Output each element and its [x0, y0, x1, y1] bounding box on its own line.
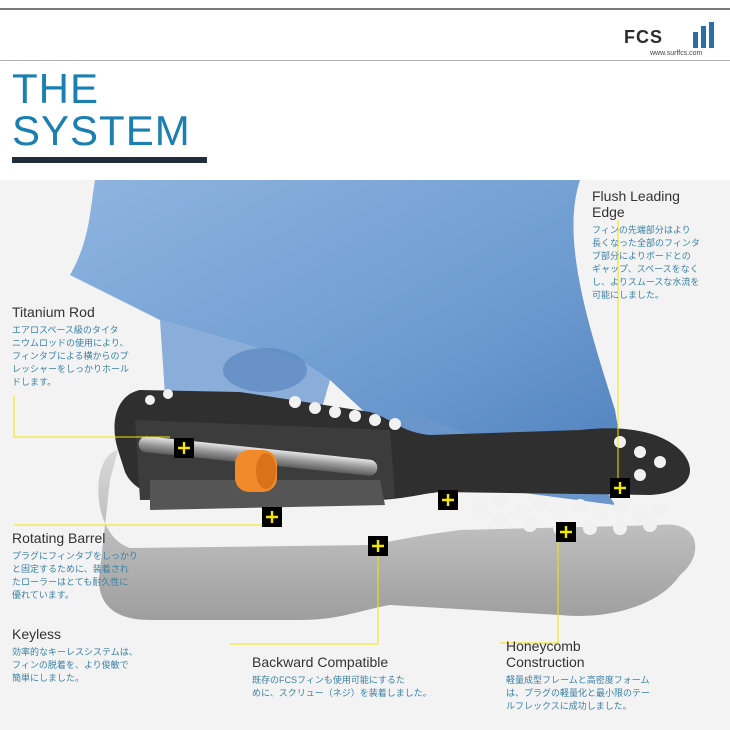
plus-marker-keyless[interactable]	[368, 536, 388, 556]
callout-body-line: レッシャーをしっかりホール	[12, 364, 130, 374]
callout-keyless: Keyless 効率的なキーレスシステムは、 フィンの脱着を、より俊敏で 簡単に…	[12, 626, 182, 685]
callout-body-line: 長くなった全部のフィンタ	[592, 238, 700, 248]
callout-body: フィンの先端部分はより 長くなった全部のフィンタ ブ部分によりボードとの ギャッ…	[592, 224, 722, 302]
logo-url: www.surffcs.com	[650, 50, 703, 57]
fin-slot	[223, 348, 307, 392]
callout-body-line: は、プラグの軽量化と最小限のテー	[506, 688, 651, 698]
callout-body: プラグにフィンタブをしっかり と固定するために、装着され たローラーはとても耐久…	[12, 550, 182, 602]
callout-heading: Honeycomb	[506, 638, 581, 654]
callout-heading: Rotating Barrel	[12, 530, 106, 546]
callout-lines	[13, 220, 619, 645]
callout-body-line: 可能にしました。	[592, 290, 665, 300]
callout-body: 既存のFCSフィンも使用可能にするた めに、スクリュー（ネジ）を装着しました。	[252, 674, 462, 700]
header-rule	[0, 60, 730, 61]
callout-body-line: 優れています。	[12, 590, 74, 600]
callout-body-line: し、よりスムースな水流を	[592, 277, 700, 287]
callout-heading: Edge	[592, 204, 625, 220]
honeycomb-dots	[145, 389, 667, 535]
title-line-1: THE	[12, 65, 99, 112]
title-line-2: SYSTEM	[12, 107, 191, 154]
page-title: THE SYSTEM	[12, 68, 191, 152]
callout-heading: Keyless	[12, 626, 62, 642]
callout-flush-leading-edge: Flush Leading Edge フィンの先端部分はより 長くなった全部のフ…	[592, 188, 722, 302]
plug-base-lower	[98, 450, 696, 620]
callout-body-line: 軽量成型フレームと高密度フォーム	[506, 675, 650, 685]
plug-cavity-floor	[150, 480, 385, 510]
callout-heading: Construction	[506, 654, 585, 670]
callout-body-line: 簡単にしました。	[12, 673, 85, 683]
callout-rotating-barrel: Rotating Barrel プラグにフィンタブをしっかり と固定するために、…	[12, 530, 182, 602]
callout-heading: Flush Leading	[592, 188, 680, 204]
callout-body-line: 既存のFCSフィンも使用可能にするた	[252, 675, 405, 685]
callout-titanium-rod: Titanium Rod エアロスペース級のタイタ ニウムロッドの使用により、 …	[12, 304, 182, 389]
callout-body-line: ギャップ、スペースをなく	[592, 264, 699, 274]
callout-body-line: ドします。	[12, 377, 57, 387]
plus-marker-honeycomb[interactable]	[556, 522, 576, 542]
plus-marker-backward[interactable]	[438, 490, 458, 510]
callout-body-line: フィンの脱着を、より俊敏で	[12, 660, 129, 670]
callout-body: エアロスペース級のタイタ ニウムロッドの使用により、 フィンタブによる横からのプ…	[12, 324, 182, 389]
callout-heading: Backward Compatible	[252, 654, 389, 670]
callout-body-line: ニウムロッドの使用により、	[12, 338, 129, 348]
fin-plug-illustration: Flush Leading Edge フィンの先端部分はより 長くなった全部のフ…	[0, 180, 730, 730]
fcs-mark-icon	[693, 22, 714, 48]
callout-body-line: エアロスペース級のタイタ	[12, 325, 119, 335]
callout-heading: Titanium Rod	[12, 304, 95, 320]
callout-body-line: たローラーはとても耐久性に	[12, 577, 129, 587]
callout-body-line: ルフレックスに成功しました。	[506, 701, 632, 711]
callout-body-line: プラグにフィンタブをしっかり	[12, 551, 138, 561]
callout-body: 軽量成型フレームと高密度フォーム は、プラグの軽量化と最小限のテー ルフレックス…	[506, 674, 706, 713]
callout-body-line: フィンの先端部分はより	[592, 225, 691, 235]
plus-marker-rotating[interactable]	[262, 507, 282, 527]
fcs-logo: FCS www.surffcs.com	[624, 22, 720, 60]
logo-text: FCS	[624, 27, 663, 47]
plus-marker-flush[interactable]	[610, 478, 630, 498]
callout-body: 効率的なキーレスシステムは、 フィンの脱着を、より俊敏で 簡単にしました。	[12, 646, 182, 685]
title-underline	[12, 157, 207, 163]
plus-marker-titanium[interactable]	[174, 438, 194, 458]
fin-plug-drawing	[13, 180, 696, 645]
callout-body-line: フィンタブによる横からのプ	[12, 351, 129, 361]
callout-honeycomb-construction: Honeycomb Construction 軽量成型フレームと高密度フォーム …	[506, 638, 706, 713]
rotating-barrel	[235, 450, 277, 492]
callout-body-line: ブ部分によりボードとの	[592, 251, 691, 261]
callout-body-line: 効率的なキーレスシステムは、	[12, 647, 138, 657]
callout-body-line: めに、スクリュー（ネジ）を装着しました。	[252, 688, 432, 698]
fin-shape	[70, 180, 625, 485]
callout-body-line: と固定するために、装着され	[12, 564, 129, 574]
callout-backward-compatible: Backward Compatible 既存のFCSフィンも使用可能にするた め…	[252, 654, 462, 700]
top-rule	[0, 8, 730, 10]
